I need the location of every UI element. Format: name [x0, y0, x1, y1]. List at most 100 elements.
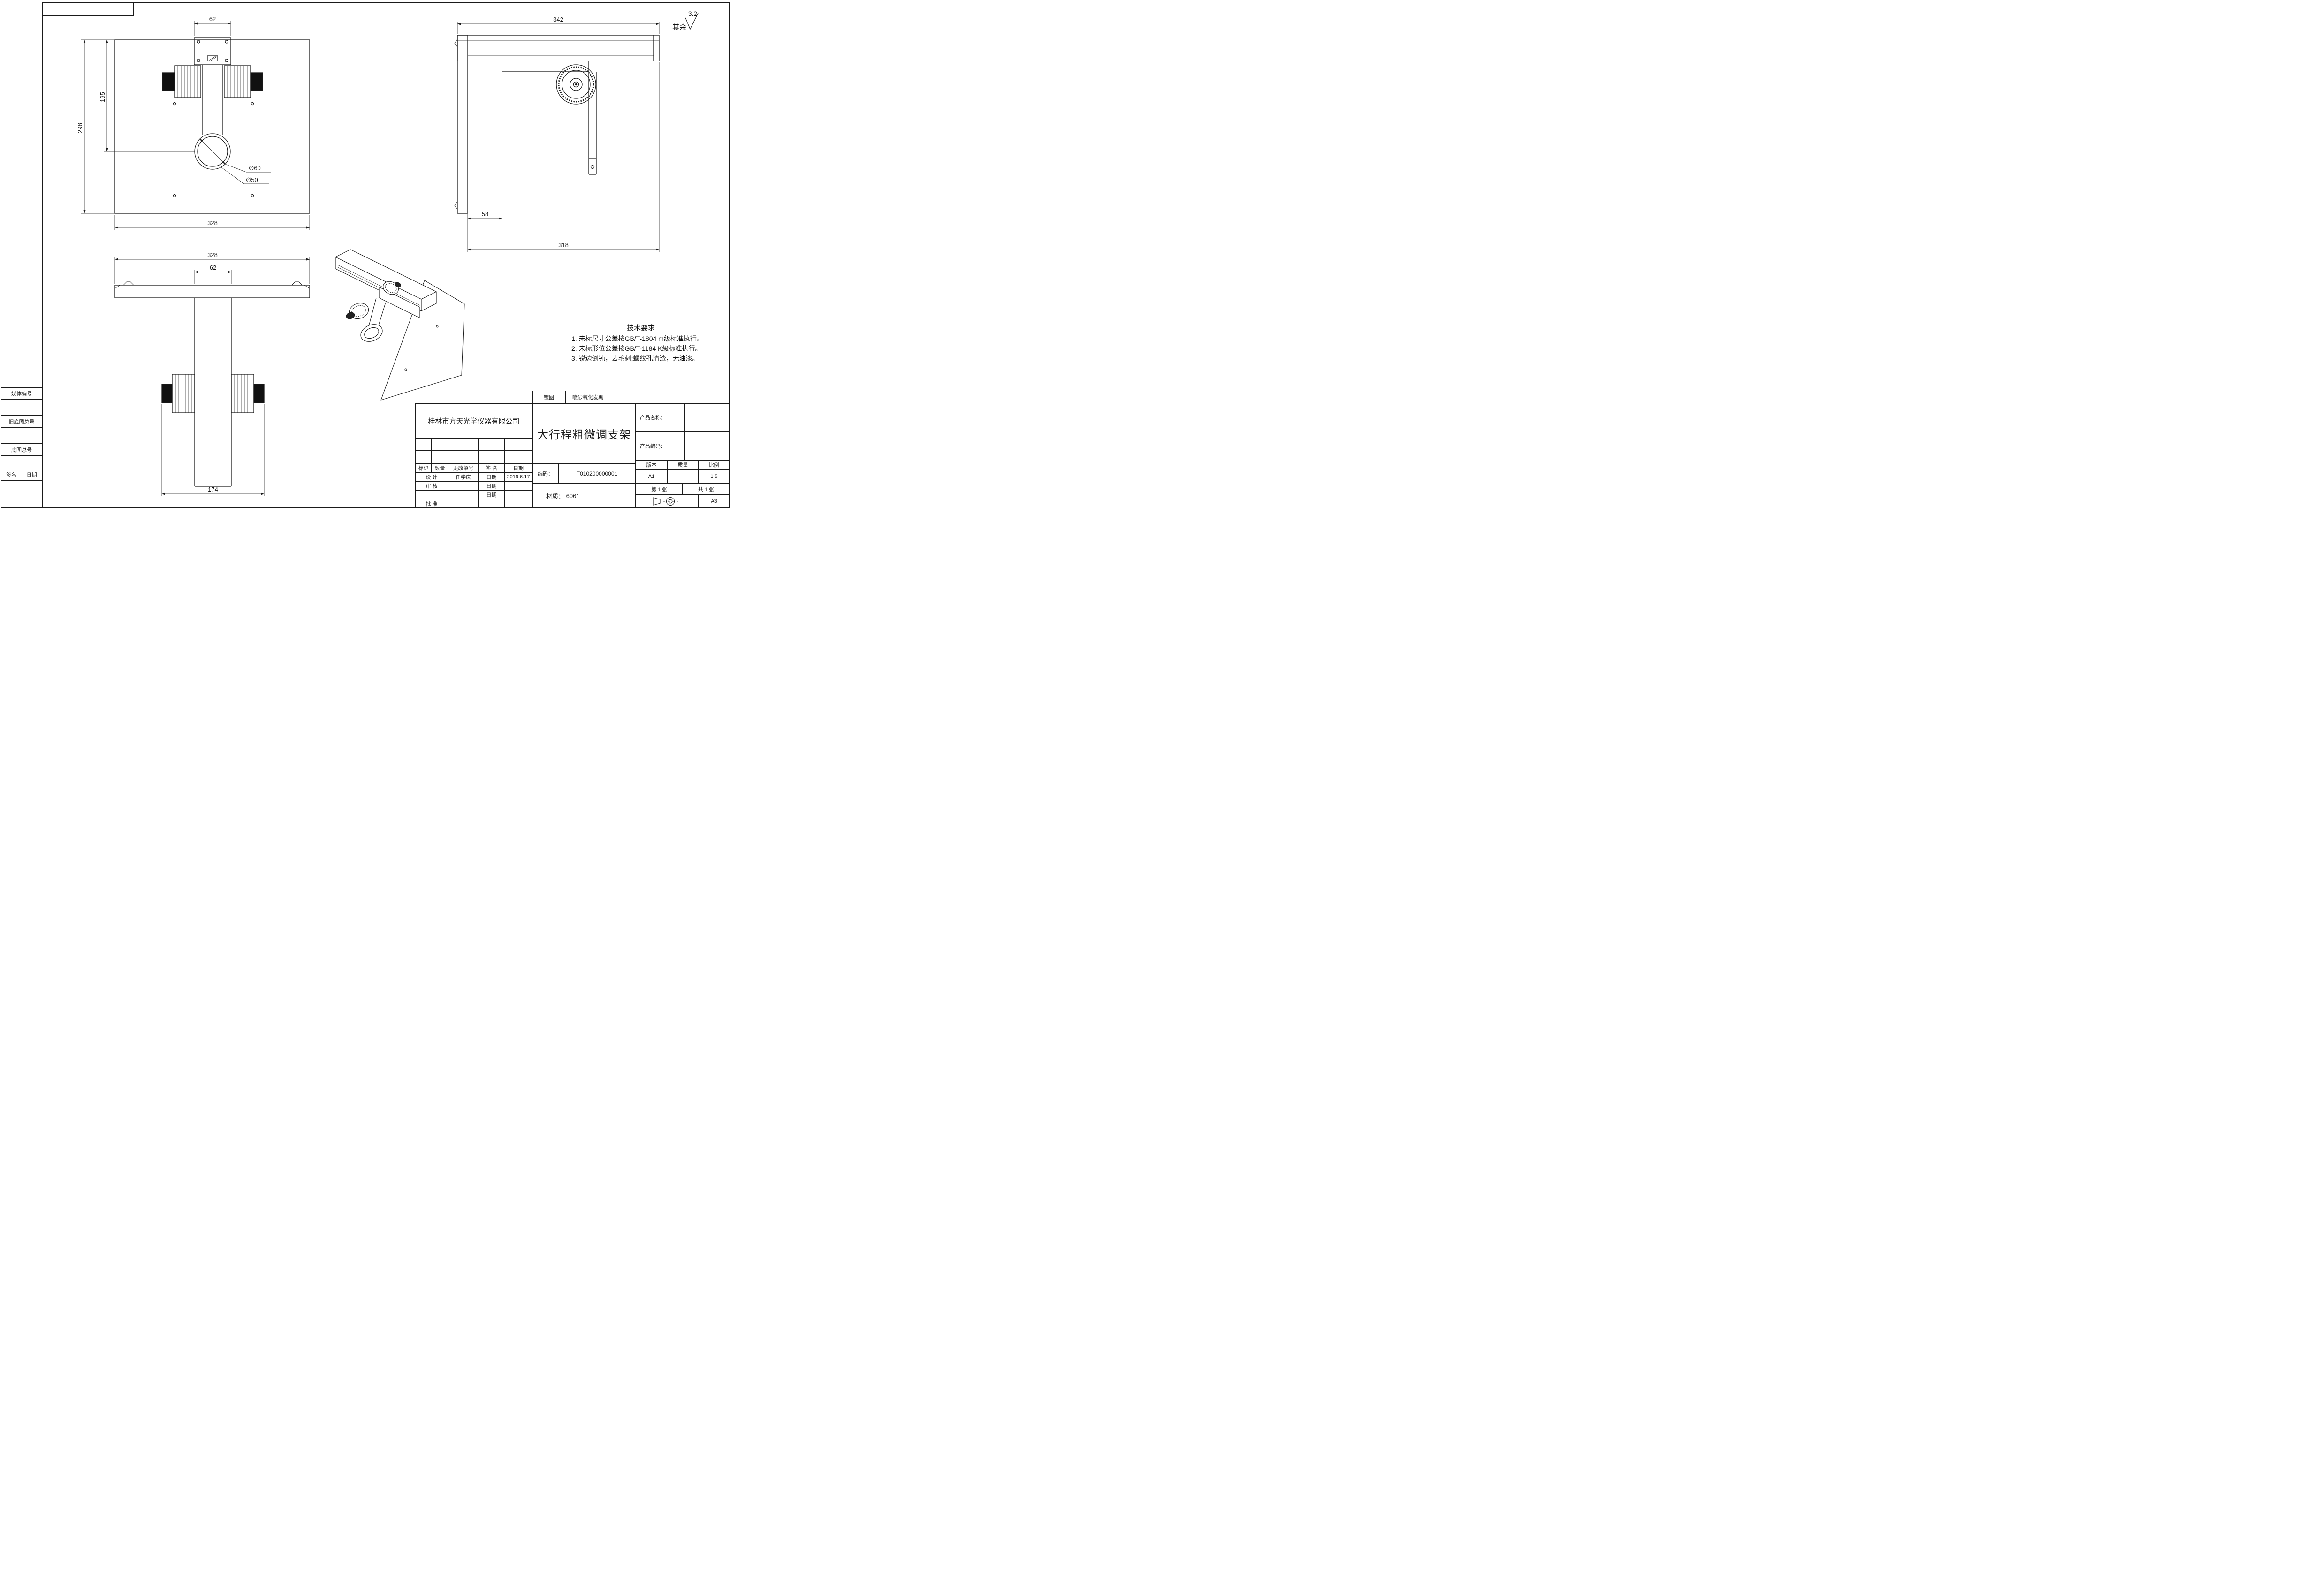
approve-label-cell: 批 准: [415, 499, 448, 508]
surface-roughness-icon: [685, 13, 699, 30]
sheet-no-cell: 第 1 张: [636, 484, 683, 495]
mass-label-cell: 质量: [667, 460, 699, 469]
margin-empty-box: [1, 400, 42, 416]
product-name-value-cell: [685, 403, 730, 431]
design-date-label-cell: 日期: [479, 472, 504, 481]
margin-empty-cell: [1, 481, 22, 507]
dim-front-inner-dia: ∅50: [246, 176, 258, 183]
dim-bottom-column-width: 62: [210, 264, 216, 271]
product-code-value-cell: [685, 431, 730, 460]
margin-media-no-label: 媒体编号: [1, 387, 42, 400]
margin-base-no-label: 底图总号: [1, 444, 42, 456]
rev-header-sign: 签 名: [479, 463, 504, 472]
margin-sign-label: 签名: [6, 472, 17, 478]
margin-empty-cell: [21, 481, 42, 507]
drawing-title-cell: 大行程粗微调支架: [532, 403, 636, 463]
front-bracket: [194, 37, 231, 65]
version-label-cell: 版本: [636, 460, 667, 469]
blank-label-cell: [415, 490, 448, 499]
dim-front-outer-dia: ∅60: [249, 165, 261, 172]
tech-requirement-item: 2. 未标形位公差按GB/T-1184 K级标准执行。: [571, 345, 702, 352]
blank-date-cell: [504, 490, 532, 499]
frame-corner-box: [42, 2, 134, 16]
dim-side-depth: 318: [558, 242, 569, 249]
margin-date-label: 日期: [21, 469, 42, 480]
front-right-knob-cap: [250, 72, 263, 91]
side-knob-outer: [556, 64, 596, 105]
dim-side-width: 342: [553, 16, 563, 23]
side-plate: [457, 35, 468, 214]
front-arm: [202, 65, 223, 135]
coating-label-cell: 镀图: [532, 391, 565, 403]
iso-geometry: [335, 249, 465, 401]
rev-header-mark: 标记: [415, 463, 432, 472]
mass-value-cell: [667, 469, 699, 484]
check-date-label-cell: 日期: [479, 481, 504, 490]
bottom-left-knob-cap: [161, 384, 173, 403]
surface-roughness-value: 3.2: [688, 10, 697, 17]
dim-front-top-width: 62: [209, 15, 216, 23]
coating-value-cell: 喷砂氧化发黑: [565, 391, 730, 403]
approve-date-label-cell: [479, 499, 504, 508]
material-cell: 材质： 6061: [532, 484, 636, 508]
rev-empty-cell: [504, 439, 532, 451]
rev-header-date: 日期: [504, 463, 532, 472]
front-view-dimension-lines: [81, 21, 310, 230]
material-label: 材质：: [546, 492, 565, 500]
blank-date-label-cell: 日期: [479, 490, 504, 499]
product-name-label-cell: 产品名称：: [636, 403, 685, 431]
surface-rest-label: 其余: [672, 23, 686, 31]
side-left-arm: [502, 72, 509, 212]
dim-bottom-width: 328: [207, 251, 218, 258]
front-view-dim-text: 62 195 298 328 ∅60 ∅50: [76, 15, 261, 227]
margin-empty-box: [1, 456, 42, 469]
side-carriage: [502, 61, 589, 72]
title-block: 镀图 喷砂氧化发黑 桂林市方天光学仪器有限公司 标记 数量 更改单号 签 名 日…: [415, 391, 730, 508]
tech-requirement-item: 3. 锐边倒钝，去毛刺;螺纹孔清渣，无油漆。: [571, 355, 699, 362]
scale-value-cell: 1:5: [699, 469, 730, 484]
bottom-view-geometry: [114, 281, 310, 487]
product-code-label-cell: 产品编码：: [636, 431, 685, 460]
paper-size-cell: A3: [699, 495, 730, 508]
check-name-cell: [448, 481, 479, 490]
iso-knob-upper: [383, 281, 399, 295]
code-value-cell: T010200000001: [558, 463, 636, 484]
front-plate: [114, 39, 310, 214]
check-label-cell: 审 核: [415, 481, 448, 490]
side-view-geometry: [454, 35, 660, 214]
approve-date-cell: [504, 499, 532, 508]
rev-header-qty: 数量: [432, 463, 448, 472]
tech-requirement-item: 1. 未标尺寸公差按GB/T-1804 m级标准执行。: [571, 335, 703, 342]
rev-empty-cell: [448, 451, 479, 463]
iso-knob-upper-cap: [395, 282, 401, 287]
rev-empty-cell: [415, 451, 432, 463]
margin-empty-box: [1, 428, 42, 444]
side-rail: [457, 35, 660, 61]
bottom-view-dim-text: 328 62 174: [207, 251, 218, 493]
tech-requirements-title: 技术要求: [626, 324, 655, 332]
rev-empty-cell: [432, 439, 448, 451]
rev-empty-cell: [479, 451, 504, 463]
bottom-right-knob-cap: [253, 384, 265, 403]
bottom-view: 328 62 174: [114, 251, 310, 496]
rev-header-change-no: 更改单号: [448, 463, 479, 472]
margin-sign-date-empty-row: [1, 480, 42, 508]
front-view: 62 195 298 328 ∅60 ∅50: [76, 15, 310, 230]
bottom-view-dimension-lines: [114, 257, 310, 496]
sheet-total-cell: 共 1 张: [683, 484, 730, 495]
rev-empty-cell: [479, 439, 504, 451]
rev-empty-cell: [504, 451, 532, 463]
side-view: 342 58 318: [454, 16, 660, 252]
drawing-frame: [42, 2, 730, 508]
code-label-cell: 编码：: [532, 463, 558, 484]
front-left-knob-cap: [162, 72, 175, 91]
dim-front-center-height: 195: [99, 92, 106, 102]
iso-rail-end: [421, 291, 437, 311]
margin-old-base-no-label: 旧底图总号: [1, 416, 42, 428]
designer-cell: 任学庆: [448, 472, 479, 481]
rev-empty-cell: [448, 439, 479, 451]
iso-knob-lower-cap: [346, 312, 355, 319]
iso-plate: [380, 280, 465, 401]
front-boss-inner: [197, 136, 228, 167]
material-value: 6061: [566, 492, 580, 499]
